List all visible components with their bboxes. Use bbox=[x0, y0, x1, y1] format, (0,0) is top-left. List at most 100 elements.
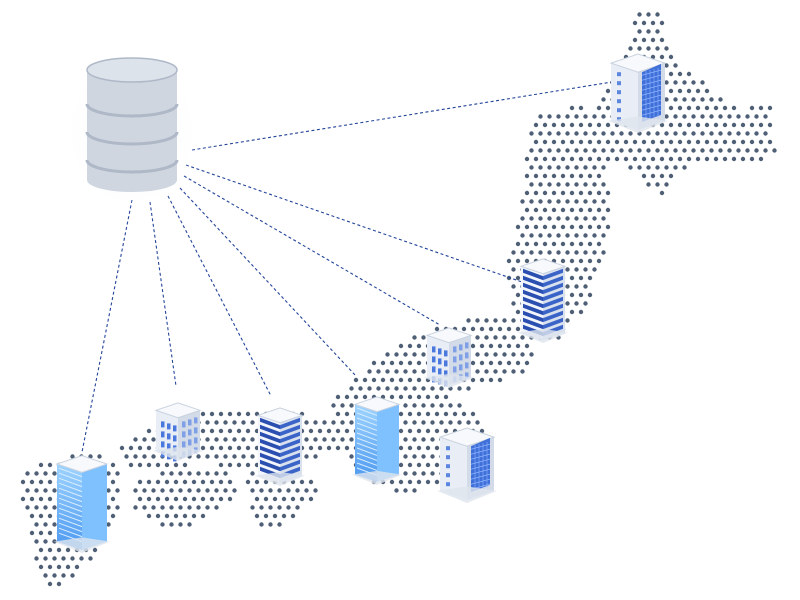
map-dot bbox=[655, 131, 660, 136]
map-dot bbox=[425, 445, 431, 451]
map-dot bbox=[452, 411, 458, 417]
map-dot bbox=[38, 513, 44, 519]
map-dot bbox=[70, 573, 75, 578]
map-dot bbox=[47, 530, 53, 536]
map-dot bbox=[52, 573, 57, 578]
map-dot bbox=[605, 88, 611, 94]
map-dot bbox=[632, 156, 638, 162]
map-dot bbox=[587, 122, 593, 128]
office-tower-glass-icon bbox=[54, 455, 110, 553]
map-dot bbox=[317, 445, 323, 451]
map-dot bbox=[380, 360, 386, 366]
map-dot bbox=[412, 386, 417, 391]
map-dot bbox=[745, 131, 750, 136]
map-dot bbox=[34, 505, 39, 510]
map-dot bbox=[641, 20, 647, 26]
map-dot bbox=[515, 258, 521, 264]
map-dot bbox=[164, 513, 170, 519]
map-dot bbox=[605, 105, 611, 111]
map-dot bbox=[614, 139, 620, 145]
map-dot bbox=[601, 165, 606, 170]
map-dot bbox=[565, 301, 570, 306]
map-dot bbox=[691, 97, 696, 102]
map-dot bbox=[371, 377, 377, 383]
map-dot bbox=[245, 411, 251, 417]
map-dot bbox=[502, 369, 507, 374]
map-dot bbox=[767, 105, 773, 111]
map-dot bbox=[299, 496, 305, 502]
map-dot bbox=[313, 420, 318, 425]
map-dot bbox=[673, 148, 678, 153]
map-dot bbox=[542, 207, 548, 213]
map-dot bbox=[250, 437, 255, 442]
map-dot bbox=[313, 437, 318, 442]
map-dot bbox=[479, 428, 485, 434]
map-dot bbox=[668, 139, 674, 145]
map-dot bbox=[763, 114, 768, 119]
map-dot bbox=[511, 250, 516, 255]
map-dot bbox=[529, 216, 534, 221]
map-dot bbox=[560, 258, 566, 264]
map-dot bbox=[43, 573, 48, 578]
map-dot bbox=[322, 437, 327, 442]
map-dot bbox=[178, 505, 183, 510]
map-dot bbox=[434, 326, 440, 332]
map-dot bbox=[430, 437, 435, 442]
map-dot bbox=[556, 148, 561, 153]
map-dot bbox=[520, 352, 525, 357]
map-dot bbox=[425, 479, 431, 485]
map-dot bbox=[349, 403, 354, 408]
map-dot bbox=[394, 369, 399, 374]
map-dot bbox=[551, 207, 557, 213]
map-dot bbox=[403, 488, 408, 493]
map-dot bbox=[533, 139, 539, 145]
map-dot bbox=[250, 454, 255, 459]
map-dot bbox=[686, 71, 692, 77]
map-dot bbox=[560, 139, 566, 145]
map-dot bbox=[286, 505, 291, 510]
map-dot bbox=[668, 105, 674, 111]
map-dot bbox=[736, 114, 741, 119]
map-dot bbox=[695, 139, 701, 145]
map-dot bbox=[412, 403, 417, 408]
map-dot bbox=[529, 131, 534, 136]
map-dot bbox=[214, 471, 219, 476]
map-dot bbox=[520, 199, 525, 204]
map-dot bbox=[182, 496, 188, 502]
map-dot bbox=[61, 556, 66, 561]
map-dot bbox=[682, 114, 687, 119]
map-dot bbox=[223, 420, 228, 425]
map-dot bbox=[227, 445, 233, 451]
map-dot bbox=[664, 114, 669, 119]
map-dot bbox=[502, 335, 507, 340]
map-dot bbox=[695, 88, 701, 94]
map-dot bbox=[569, 292, 575, 298]
map-dot bbox=[263, 496, 269, 502]
map-dot bbox=[587, 292, 593, 298]
map-dot bbox=[704, 156, 710, 162]
map-dot bbox=[596, 190, 602, 196]
map-dot bbox=[200, 411, 206, 417]
map-dot bbox=[547, 216, 552, 221]
map-dot bbox=[412, 369, 417, 374]
map-dot bbox=[488, 343, 494, 349]
map-dot bbox=[565, 165, 570, 170]
map-dot bbox=[583, 233, 588, 238]
map-dot bbox=[353, 394, 359, 400]
map-dot bbox=[155, 496, 161, 502]
map-dot bbox=[515, 343, 521, 349]
map-dot bbox=[691, 114, 696, 119]
map-dot bbox=[97, 454, 102, 459]
map-dot bbox=[434, 462, 440, 468]
map-dot bbox=[533, 207, 539, 213]
map-dot bbox=[646, 29, 651, 34]
map-dot bbox=[583, 148, 588, 153]
map-dot bbox=[344, 394, 350, 400]
map-dot bbox=[767, 122, 773, 128]
map-dot bbox=[668, 54, 674, 60]
map-dot bbox=[551, 224, 557, 230]
map-dot bbox=[250, 505, 255, 510]
map-dot bbox=[461, 411, 467, 417]
map-dot bbox=[187, 488, 192, 493]
map-dot bbox=[47, 581, 53, 587]
